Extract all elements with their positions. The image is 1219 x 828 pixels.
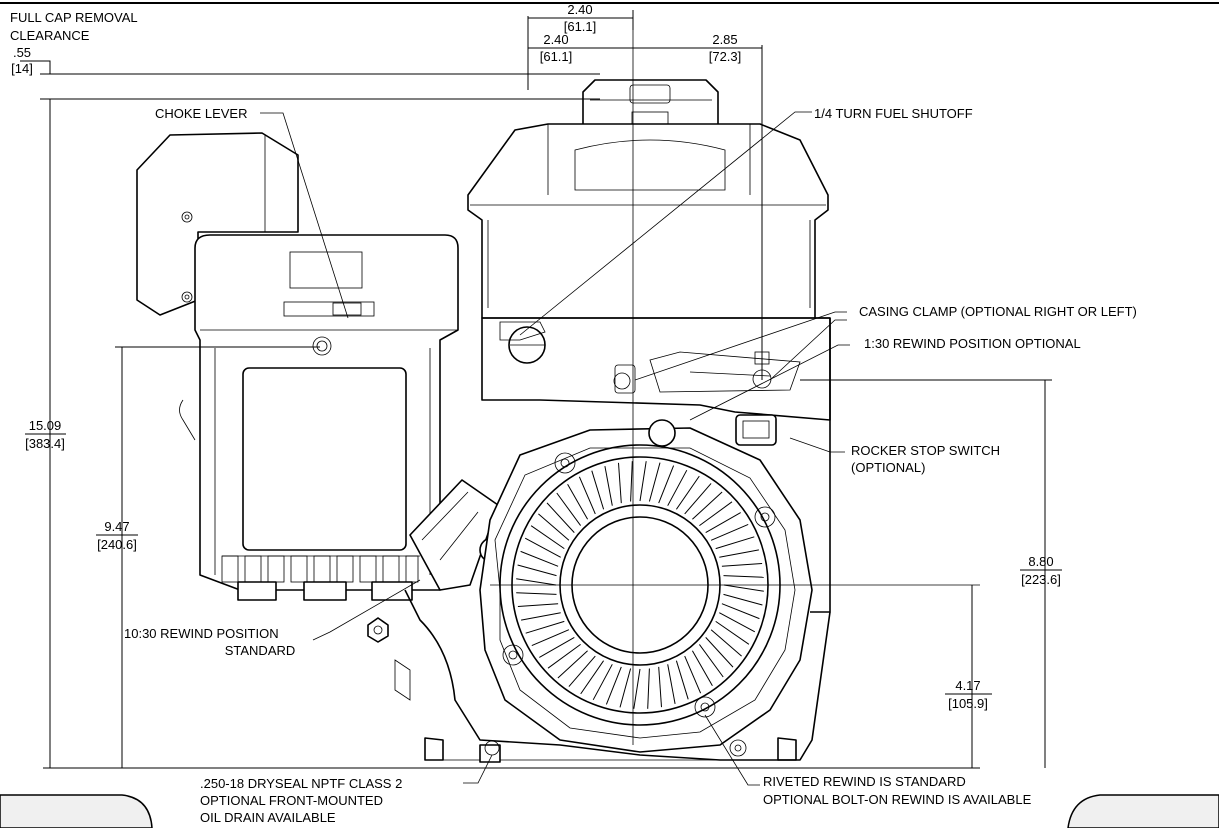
starter-fin — [592, 664, 613, 701]
callout-oil-drain-3: OIL DRAIN AVAILABLE — [200, 810, 336, 825]
starter-fin — [630, 461, 633, 502]
dim-top-overall-mm: [61.1] — [564, 19, 597, 34]
starter-fin — [547, 643, 581, 669]
starter-fin — [639, 461, 647, 502]
starter-fin — [698, 644, 724, 678]
starter-fin — [604, 466, 613, 506]
callout-rewind-130: 1:30 REWIND POSITION OPTIONAL — [864, 336, 1081, 351]
starter-fin — [567, 484, 589, 520]
starter-fin — [538, 513, 570, 541]
callout-casing-clamp: CASING CLAMP (OPTIONAL RIGHT OR LEFT) — [859, 304, 1137, 319]
starter-fin — [525, 620, 565, 634]
starter-fin — [710, 629, 742, 657]
starter-fin — [618, 462, 622, 504]
starter-fin — [692, 491, 723, 520]
dim-top-left-in: 2.40 — [543, 32, 568, 47]
starter-fin — [517, 603, 559, 607]
starter-fin — [658, 465, 675, 504]
starter-fin — [531, 629, 570, 647]
callout-rocker-switch-1: ROCKER STOP SWITCH — [851, 443, 1000, 458]
starter-fin — [721, 603, 760, 620]
dimension-labels: 2.40 [61.1] 2.40 [61.1] 2.85 [72.3] .55 … — [11, 2, 1062, 711]
dim-crank-height-in: 4.17 — [955, 678, 980, 693]
starter-fin — [667, 469, 688, 506]
starter-fin — [658, 666, 662, 708]
starter-fin — [580, 660, 605, 695]
callout-fuel-shutoff: 1/4 TURN FUEL SHUTOFF — [814, 106, 973, 121]
starter-fin — [546, 502, 575, 533]
dim-top-right-in: 2.85 — [712, 32, 737, 47]
dim-left-height-in: 9.47 — [104, 519, 129, 534]
starter-fin — [675, 475, 700, 510]
bottom-left-panel — [0, 794, 153, 828]
starter-fin — [699, 501, 733, 527]
starter-fin — [710, 523, 749, 541]
dim-crank-height-mm: [105.9] — [948, 696, 988, 711]
starter-fin — [605, 666, 622, 705]
callout-rewind-1030-1: 10:30 REWIND POSITION — [124, 626, 279, 641]
starter-fin — [578, 476, 596, 515]
starter-fin — [721, 563, 763, 567]
bottom-right-panel — [1067, 794, 1219, 828]
starter-fin — [633, 668, 641, 709]
dim-cap-clearance-in: .55 — [13, 45, 31, 60]
starter-fin — [530, 525, 565, 550]
dim-top-right-mm: [72.3] — [709, 49, 742, 64]
starter-fin — [521, 612, 561, 621]
starter-fin — [723, 584, 764, 592]
starter-fin — [568, 655, 596, 687]
dimension-lines — [20, 10, 1052, 769]
starter-fin — [648, 462, 661, 502]
starter-fin — [675, 660, 689, 700]
starter-fin — [715, 536, 755, 550]
leader-lines — [260, 111, 850, 786]
starter-fin — [556, 492, 582, 526]
callout-full-cap-removal-2: CLEARANCE — [10, 28, 90, 43]
starter-fin — [705, 637, 734, 668]
dim-overall-height-mm: [383.4] — [25, 436, 65, 451]
starter-fin — [516, 578, 557, 586]
dim-overall-height-in: 15.09 — [29, 418, 62, 433]
dim-right-height-mm: [223.6] — [1021, 572, 1061, 587]
dim-left-height-mm: [240.6] — [97, 537, 137, 552]
starter-fin — [524, 537, 561, 558]
callout-choke-lever: CHOKE LEVER — [155, 106, 247, 121]
starter-fin — [705, 512, 741, 534]
starter-fin — [667, 664, 676, 704]
starter-fin — [691, 650, 713, 686]
starter-fin — [719, 549, 759, 558]
callout-riveted-rewind-2: OPTIONAL BOLT-ON REWIND IS AVAILABLE — [763, 792, 1032, 807]
callout-rewind-1030-2: STANDARD — [225, 643, 296, 658]
starter-fin — [715, 620, 750, 645]
starter-fin — [684, 483, 712, 515]
starter-fin — [520, 550, 559, 567]
starter-fin — [684, 655, 702, 694]
dim-top-left-mm: [61.1] — [540, 49, 573, 64]
dim-right-height-in: 8.80 — [1028, 554, 1053, 569]
starter-fin — [539, 636, 575, 658]
callout-full-cap-removal-1: FULL CAP REMOVAL — [10, 10, 138, 25]
callout-oil-drain-1: .250-18 DRYSEAL NPTF CLASS 2 — [200, 776, 402, 791]
dim-top-overall-in: 2.40 — [567, 2, 592, 17]
dim-cap-clearance-mm: [14] — [11, 61, 33, 76]
starter-fin — [619, 668, 632, 708]
callout-riveted-rewind-1: RIVETED REWIND IS STANDARD — [763, 774, 966, 789]
starter-fin — [719, 612, 756, 633]
engine-line-art — [136, 12, 980, 763]
callout-oil-drain-2: OPTIONAL FRONT-MOUNTED — [200, 793, 383, 808]
callout-labels: FULL CAP REMOVAL CLEARANCE CHOKE LEVER 1… — [10, 10, 1137, 825]
starter-fin — [591, 470, 605, 510]
starter-fin — [723, 575, 764, 578]
starter-fin — [557, 650, 588, 679]
callout-rocker-switch-2: (OPTIONAL) — [851, 460, 925, 475]
starter-fin — [723, 593, 763, 606]
starter-fin — [516, 592, 557, 595]
starter-fin — [647, 668, 650, 709]
starter-fin — [517, 564, 557, 577]
